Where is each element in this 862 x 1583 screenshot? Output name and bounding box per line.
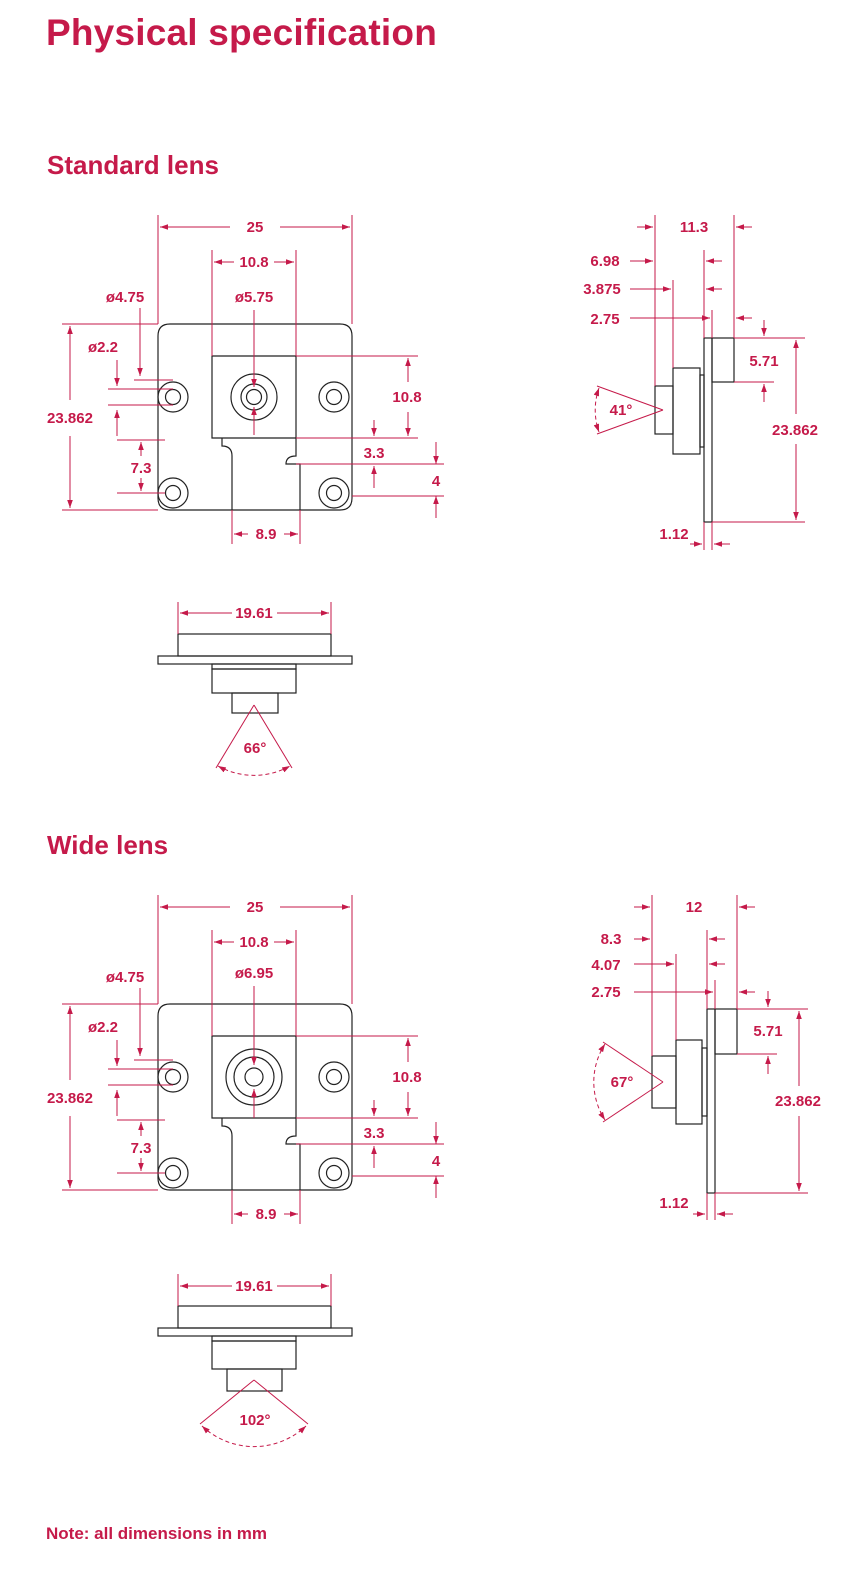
adhesive-layer bbox=[701, 1047, 708, 1117]
mount-hole-br-outer bbox=[318, 477, 350, 509]
lens-barrel bbox=[654, 385, 674, 435]
pcb-board bbox=[703, 337, 713, 523]
module-lip bbox=[211, 1335, 297, 1342]
dim-top-width: 19.61 bbox=[235, 1278, 273, 1295]
dim-depth: 11.3 bbox=[680, 219, 708, 236]
dim-tab: 8.9 bbox=[256, 526, 277, 543]
lens-inner bbox=[244, 1067, 264, 1087]
board-outline bbox=[157, 1003, 353, 1191]
lens-inner bbox=[245, 388, 263, 406]
dim-mount-hole: ø4.75 bbox=[106, 289, 144, 306]
dim-d1: 6.98 bbox=[590, 253, 619, 270]
dim-side-angle: 41° bbox=[610, 402, 633, 419]
dim-module-height: 10.8 bbox=[392, 1069, 421, 1086]
lens-top bbox=[231, 692, 279, 714]
tab-outline bbox=[221, 438, 301, 510]
pcb-board bbox=[706, 1008, 716, 1194]
dim-lens: ø5.75 bbox=[235, 289, 273, 306]
dim-notch: 3.3 bbox=[364, 445, 385, 462]
mount-hole-tl bbox=[164, 388, 182, 406]
dim-hole: ø2.2 bbox=[88, 1019, 118, 1036]
dim-top-angle: 66° bbox=[244, 740, 267, 757]
lens-housing bbox=[675, 1039, 703, 1125]
dim-d2: 4.07 bbox=[591, 957, 620, 974]
mount-hole-tl bbox=[164, 1068, 182, 1086]
front-view: 25 10.8 ø4.75 ø6.95 ø2.2 23.862 10.8 3.3 bbox=[47, 895, 444, 1224]
side-view: 12 8.3 4.07 2.75 5.71 23.862 1.12 67° bbox=[591, 895, 821, 1220]
dim-height: 23.862 bbox=[47, 410, 93, 427]
dim-hole-pitch: 7.3 bbox=[131, 460, 152, 477]
standard-lens-drawing: 25 10.8 ø4.75 ø5.75 ø2.2 23.862 10.8 bbox=[47, 215, 818, 776]
dim-lens: ø6.95 bbox=[235, 965, 273, 982]
mount-hole-tr-outer bbox=[318, 1061, 350, 1093]
dim-width: 25 bbox=[247, 219, 264, 236]
mount-hole-tl-outer bbox=[157, 1061, 189, 1093]
dim-module-width: 10.8 bbox=[239, 254, 268, 271]
dim-side-height: 23.862 bbox=[775, 1093, 821, 1110]
mount-hole-tr-outer bbox=[318, 381, 350, 413]
dim-module-width: 10.8 bbox=[239, 934, 268, 951]
dim-d1: 8.3 bbox=[601, 931, 622, 948]
lens-housing bbox=[672, 367, 701, 455]
dim-side-height: 23.862 bbox=[772, 422, 818, 439]
lens-barrel bbox=[651, 1055, 677, 1109]
dim-side-angle: 67° bbox=[611, 1074, 634, 1091]
dim-top-angle: 102° bbox=[239, 1412, 270, 1429]
dim-board: 1.12 bbox=[659, 526, 688, 543]
dim-notch: 3.3 bbox=[364, 1125, 385, 1142]
mount-hole-tr bbox=[325, 388, 343, 406]
connector-top bbox=[177, 633, 332, 657]
dim-edge: 4 bbox=[432, 1153, 441, 1170]
connector-block bbox=[711, 337, 735, 383]
dimensions-note: Note: all dimensions in mm bbox=[46, 1524, 268, 1543]
mount-hole-br bbox=[325, 484, 343, 502]
dim-hole-pitch: 7.3 bbox=[131, 1140, 152, 1157]
module-body bbox=[211, 1340, 297, 1370]
dim-width: 25 bbox=[247, 899, 264, 916]
dim-tab: 8.9 bbox=[256, 1206, 277, 1223]
lens-top bbox=[226, 1368, 283, 1392]
board-edge bbox=[157, 655, 353, 665]
mount-hole-br-outer bbox=[318, 1157, 350, 1189]
dim-top: 5.71 bbox=[753, 1023, 782, 1040]
mount-hole-tr bbox=[325, 1068, 343, 1086]
mount-hole-bl bbox=[164, 484, 182, 502]
dim-height: 23.862 bbox=[47, 1090, 93, 1107]
dim-depth: 12 bbox=[686, 899, 703, 916]
dim-hole: ø2.2 bbox=[88, 339, 118, 356]
mount-hole-br bbox=[325, 1164, 343, 1182]
dim-module-height: 10.8 bbox=[392, 389, 421, 406]
board-outline bbox=[157, 323, 353, 511]
section-heading-standard: Standard lens bbox=[47, 150, 219, 180]
dim-mount-hole: ø4.75 bbox=[106, 969, 144, 986]
front-view: 25 10.8 ø4.75 ø5.75 ø2.2 23.862 10.8 bbox=[47, 215, 444, 544]
dim-d2: 3.875 bbox=[583, 281, 621, 298]
top-view: 19.61 102° bbox=[157, 1274, 353, 1448]
mount-hole-tl-outer bbox=[157, 381, 189, 413]
section-heading-wide: Wide lens bbox=[47, 830, 169, 860]
wide-lens-drawing: 25 10.8 ø4.75 ø6.95 ø2.2 23.862 10.8 3.3 bbox=[47, 895, 821, 1448]
tab-outline bbox=[221, 1118, 301, 1190]
module-lip bbox=[211, 663, 297, 670]
board-edge bbox=[157, 1327, 353, 1337]
dim-edge: 4 bbox=[432, 473, 441, 490]
connector-block bbox=[714, 1008, 738, 1055]
page-title: Physical specification bbox=[46, 12, 438, 53]
dim-top: 5.71 bbox=[749, 353, 778, 370]
dim-d3: 2.75 bbox=[591, 984, 620, 1001]
dim-board: 1.12 bbox=[659, 1195, 688, 1212]
side-view: 11.3 6.98 3.875 2.75 5.71 23.862 1.12 bbox=[583, 215, 818, 550]
connector-top bbox=[177, 1305, 332, 1329]
dim-top-width: 19.61 bbox=[235, 605, 273, 622]
dim-d3: 2.75 bbox=[590, 311, 619, 328]
top-view: 19.61 66° bbox=[157, 602, 353, 776]
lens-mid bbox=[240, 383, 268, 411]
mount-hole-bl bbox=[164, 1164, 182, 1182]
